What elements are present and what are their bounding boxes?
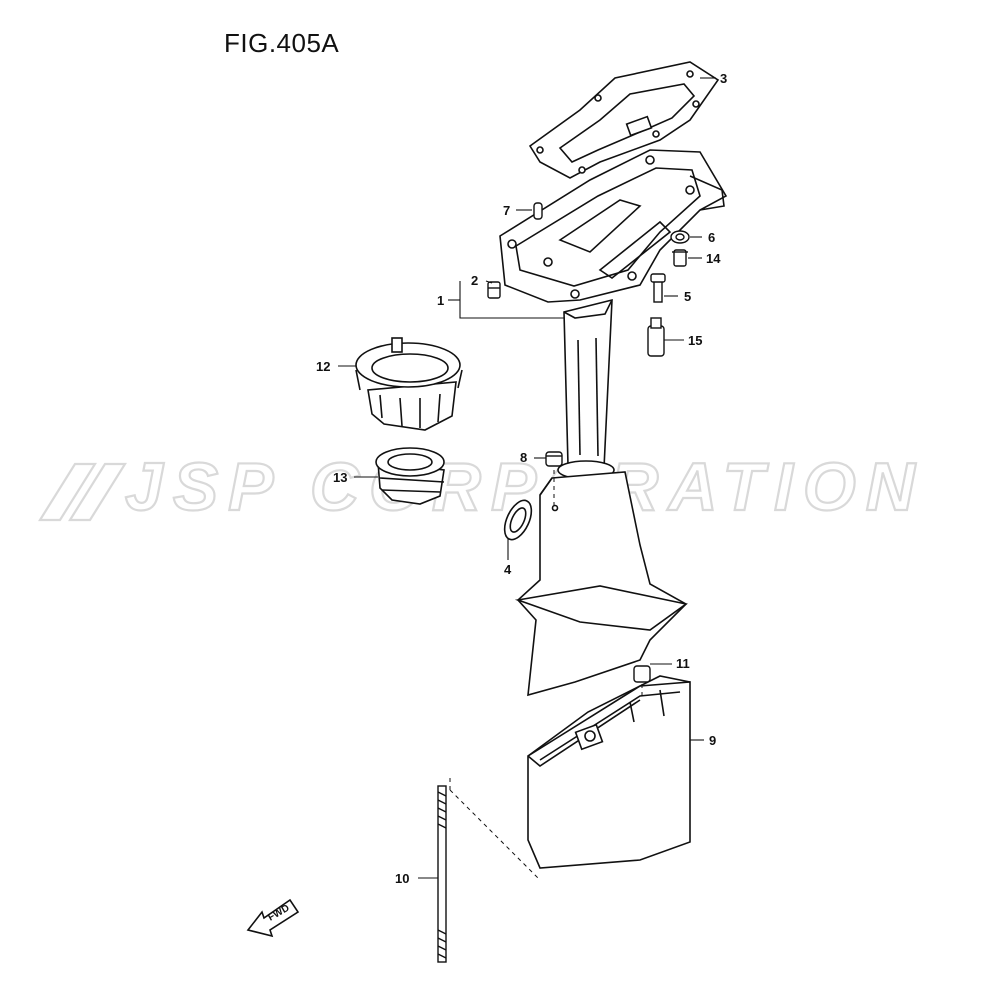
part-6-washer [670, 230, 690, 244]
part-5-bolt [650, 273, 666, 303]
part-10-stud-bolt [437, 785, 447, 963]
callout-12: 12 [316, 359, 330, 374]
part-9-cover [527, 675, 691, 869]
callout-8: 8 [520, 450, 527, 465]
callout-9: 9 [709, 733, 716, 748]
part-8-plug [545, 451, 563, 467]
part-12-sleeve [355, 337, 463, 431]
fwd-arrow: FWD [246, 898, 300, 938]
part-7-pin [533, 202, 543, 220]
part-11-cap [633, 665, 651, 683]
watermark: JSP CORPORATION [38, 448, 916, 526]
part-4-seal [503, 499, 533, 541]
part-2-plug [487, 281, 501, 299]
callout-11: 11 [676, 656, 690, 671]
part-15-dowel [647, 317, 665, 357]
callout-4: 4 [504, 562, 512, 577]
leader-lines [338, 77, 716, 879]
part-3-gasket [528, 61, 720, 179]
callout-14: 14 [706, 251, 721, 266]
callout-15: 15 [688, 333, 702, 348]
callout-2: 2 [471, 273, 478, 288]
callout-3: 3 [720, 71, 727, 86]
callout-1: 1 [437, 293, 444, 308]
assembly-guide-lines [449, 470, 643, 881]
part-14-drain-plug [672, 249, 688, 267]
callout-10: 10 [395, 871, 409, 886]
callout-5: 5 [684, 289, 691, 304]
part-1-drive-shaft-housing [499, 149, 728, 697]
part-13-mount-ring [375, 447, 445, 505]
callout-6: 6 [708, 230, 715, 245]
callout-13: 13 [333, 470, 347, 485]
callout-labels: 1 2 3 4 5 6 7 8 9 10 11 12 13 14 15 [316, 71, 727, 886]
watermark-logo-mark [38, 462, 127, 522]
figure-title: FIG.405A [224, 28, 340, 58]
callout-7: 7 [503, 203, 510, 218]
